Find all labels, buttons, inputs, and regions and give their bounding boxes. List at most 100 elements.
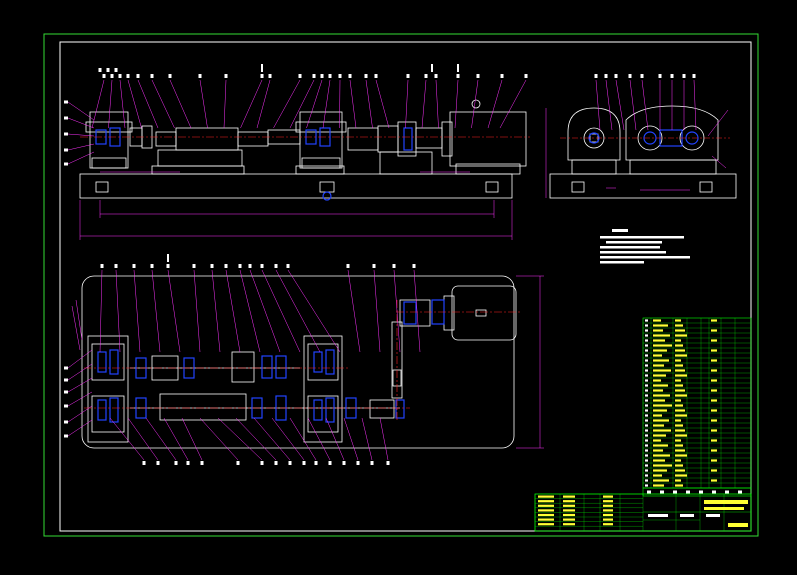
title-block-cell-text [538,500,554,503]
parts-table-cell-text [653,459,665,462]
leader-label [286,264,290,268]
leader-line [167,269,181,353]
leader-label [594,74,598,78]
leader-line [307,417,331,461]
title-block-cell-text [648,514,668,517]
leader-line [289,79,315,129]
parts-table-header-text [725,490,729,494]
parts-table-cell-text [675,469,685,472]
title-block-cell-text [538,509,554,512]
parts-table-cell-text [645,439,648,442]
leader-label [236,461,240,465]
leader-line [615,79,625,131]
leader-label [524,74,528,78]
leader-line [361,417,373,461]
title-block-cell-text [538,523,554,526]
leader-label [614,74,618,78]
parts-table-cell-text [653,429,671,432]
leader-line [108,79,113,129]
parts-table-cell-text [645,344,648,347]
parts-table-cell-text [645,329,648,332]
leader-label [476,74,480,78]
leader-label [150,264,154,268]
leader-label [106,68,110,72]
title-block-cell-text [538,513,554,517]
title-block-cell-text [603,513,613,517]
parts-table-cell-text [645,414,648,417]
leader-line [261,269,301,353]
leader-line [67,391,93,407]
parts-table-cell-text [645,459,648,462]
leader-label [457,64,459,72]
parts-table-cell-text [711,459,717,462]
leader-line [287,269,341,353]
leader-label-ticks [64,64,696,465]
leader-line [249,269,281,353]
parts-table-cell-text [675,479,681,482]
leader-line [145,417,177,461]
plan-motor [451,285,517,341]
outer-frame [43,33,759,537]
leader-label [64,390,68,394]
parts-table-cell-text [653,479,669,482]
leader-label [268,74,272,78]
parts-table-cell-text [675,444,683,447]
parts-table-cell-text [653,454,670,457]
leader-line [127,79,142,129]
parts-table-cell-text [645,374,648,377]
parts-table-cell-text [653,424,664,427]
leader-line [273,79,301,129]
leader-line [199,417,239,461]
leader-label [126,74,130,78]
parts-table-cell-text [675,399,681,402]
parts-table-cell-text [645,404,648,407]
parts-table-cell-text [645,339,648,342]
leader-line [499,79,527,129]
parts-table-cell-text [711,359,717,362]
leader-label [372,264,376,268]
parts-table-cell-text [653,364,664,367]
title-block-cell-text [680,514,694,517]
leader-line [413,269,421,353]
leader-label [64,420,68,424]
leader-label [114,68,118,72]
parts-table-cell-text [645,424,648,427]
parts-table-cell-text [653,409,667,412]
leader-line [169,79,192,129]
leader-label [156,461,160,465]
parts-table-cell-text [653,419,669,422]
leader-line [109,417,145,461]
parts-table-cell-text [675,349,685,352]
parts-table-cell-text [711,399,717,402]
plan-base-outline [81,275,515,449]
leader-label [174,461,178,465]
leader-line [379,417,389,461]
leader-label [114,264,118,268]
leader-line [193,269,201,353]
title-block-cell-text [706,514,720,517]
parts-table-cell-text [653,344,672,347]
leader-label [238,264,242,268]
parts-table-cell-text [645,394,648,397]
title-block-cell-text [563,518,575,521]
parts-table-cell-text [653,414,662,417]
leader-label [167,254,169,262]
leader-label [118,74,122,78]
leader-line [67,101,95,121]
motor-elevation [449,111,527,167]
parts-table-cell-text [675,454,687,457]
parts-table-cell-text [653,319,661,322]
parts-table-cell-text [653,394,670,397]
leader-label [424,74,428,78]
leader-label [136,74,140,78]
parts-table-cell-text [645,389,648,392]
parts-table-cell-text [653,324,668,327]
leader-label [64,366,68,370]
title-block [534,493,752,532]
parts-table-header-text [699,490,703,494]
parts-table-cell-text [675,369,685,372]
parts-table-cell-text [645,399,648,402]
leader-label [431,64,433,72]
leader-line [641,79,649,131]
parts-list-table [642,317,752,497]
